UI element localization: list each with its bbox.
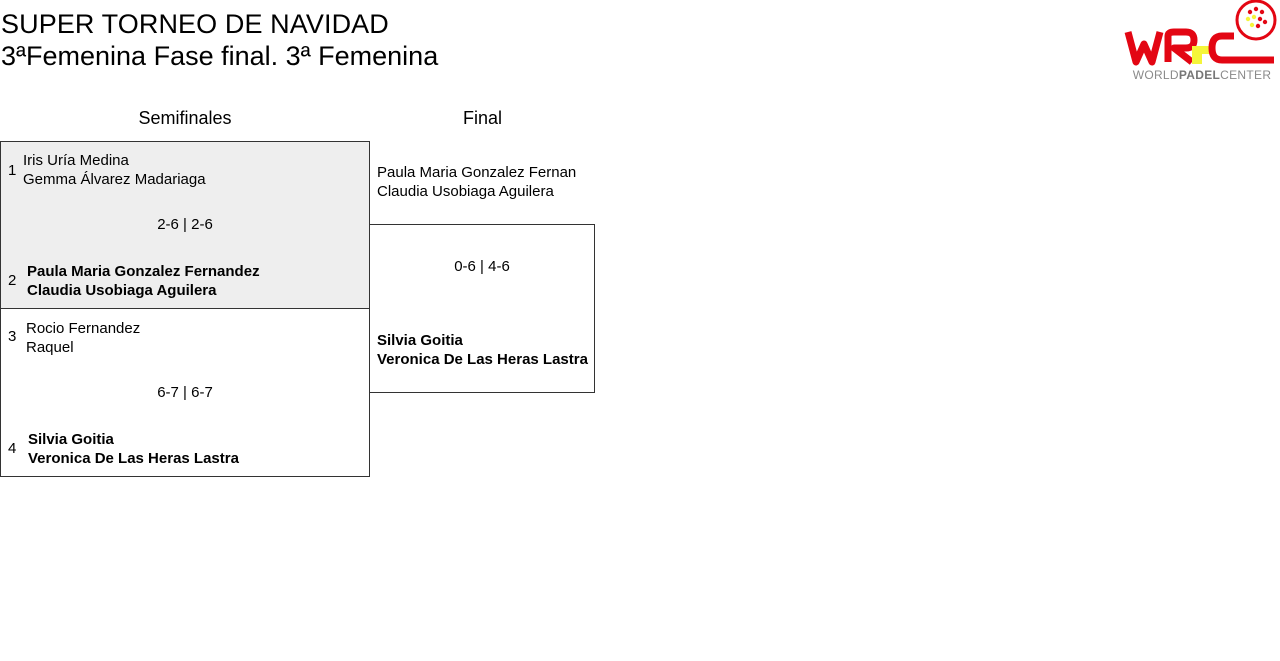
- player-name: Silvia Goitia: [377, 332, 463, 349]
- match-score: 6-7 | 6-7: [157, 384, 213, 401]
- match-score: 0-6 | 4-6: [454, 258, 510, 275]
- player-name: Veronica De Las Heras Lastra: [377, 351, 588, 368]
- seed-number: 2: [8, 272, 17, 289]
- round-header-semifinales: Semifinales: [138, 108, 232, 128]
- player-name: Claudia Usobiaga Aguilera: [27, 282, 217, 299]
- seed-number: 3: [8, 328, 17, 345]
- player-name: Iris Uría Medina: [23, 152, 129, 169]
- team-bottom-winner: Silvia Goitia Veronica De Las Heras Last…: [28, 430, 239, 468]
- round-header-final: Final: [462, 108, 502, 128]
- match-score: 2-6 | 2-6: [157, 216, 213, 233]
- player-name: Rocio Fernandez: [26, 320, 141, 337]
- player-name: Silvia Goitia: [28, 431, 114, 448]
- world-padel-center-logo: WORLDPADELCENTER: [1124, 0, 1280, 84]
- seed-number: 4: [8, 440, 17, 457]
- team-top: Iris Uría Medina Gemma Álvarez Madariaga: [23, 151, 206, 189]
- semifinal-match-1: 1 Iris Uría Medina Gemma Álvarez Madaria…: [0, 141, 370, 309]
- player-name: Raquel: [26, 339, 74, 356]
- semifinal-match-2: 3 Rocio Fernandez Raquel 6-7 | 6-7 4 Sil…: [0, 308, 370, 477]
- player-name: Claudia Usobiaga Aguilera: [377, 183, 554, 200]
- team-top: Rocio Fernandez Raquel: [26, 319, 140, 357]
- seed-number: 1: [8, 162, 17, 179]
- page-title: SUPER TORNEO DE NAVIDAD: [1, 9, 389, 39]
- final-match: 0-6 | 4-6 Silvia Goitia Veronica De Las …: [369, 224, 595, 393]
- final-team-top: Paula Maria Gonzalez Fernan Claudia Usob…: [377, 163, 595, 201]
- team-bottom-winner: Paula Maria Gonzalez Fernandez Claudia U…: [27, 262, 260, 300]
- player-name: Paula Maria Gonzalez Fernan: [377, 164, 577, 181]
- final-team-bottom-winner: Silvia Goitia Veronica De Las Heras Last…: [377, 331, 594, 369]
- logo-wordmark: WORLDPADELCENTER: [1132, 68, 1272, 82]
- player-name: Paula Maria Gonzalez Fernandez: [27, 263, 260, 280]
- page-subtitle: 3ªFemenina Fase final. 3ª Femenina: [1, 41, 439, 71]
- player-name: Gemma Álvarez Madariaga: [23, 171, 206, 188]
- logo-graphic-icon: [1124, 0, 1277, 66]
- player-name: Veronica De Las Heras Lastra: [28, 450, 239, 467]
